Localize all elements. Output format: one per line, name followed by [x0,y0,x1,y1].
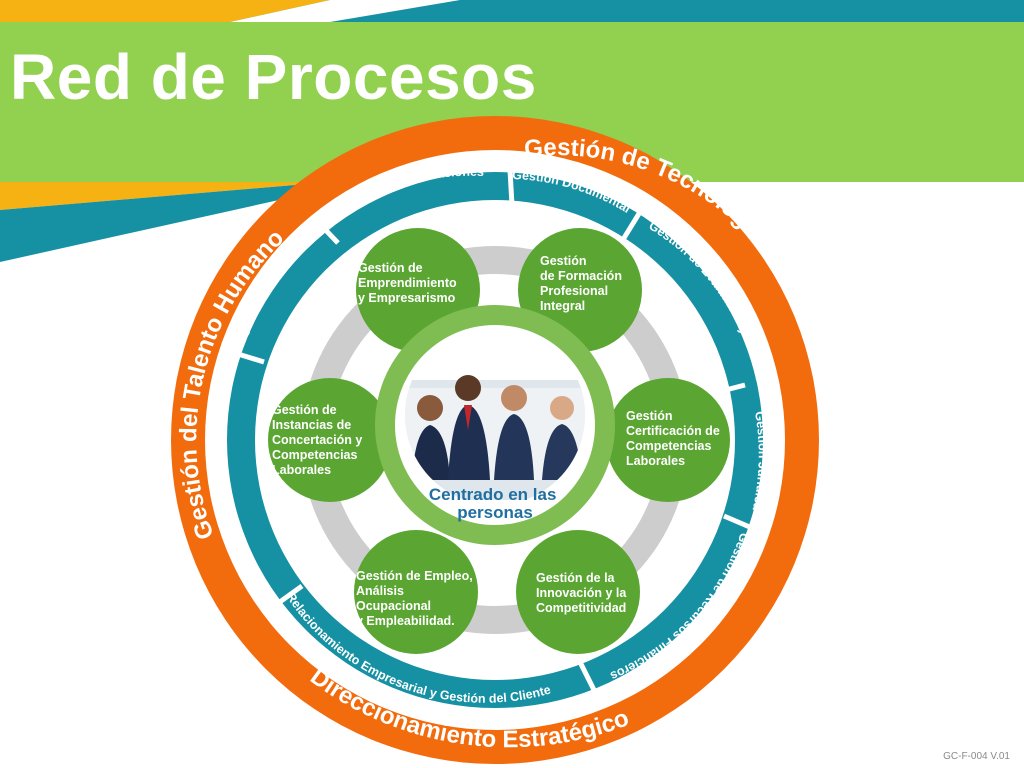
process-circle [516,530,640,654]
process-circle [354,530,478,654]
header-teal-ribbon [0,182,360,262]
process-circle [606,378,730,502]
header-teal-stripe [230,0,1024,22]
group-of-students-photo [405,375,585,500]
process-circle [268,378,392,502]
page-title: Red de Procesos [10,41,537,113]
header-white-wedge [230,0,460,22]
document-code: GC-F-004 V.01 [943,751,1010,762]
center-label: Centrado en las personas [429,485,561,522]
